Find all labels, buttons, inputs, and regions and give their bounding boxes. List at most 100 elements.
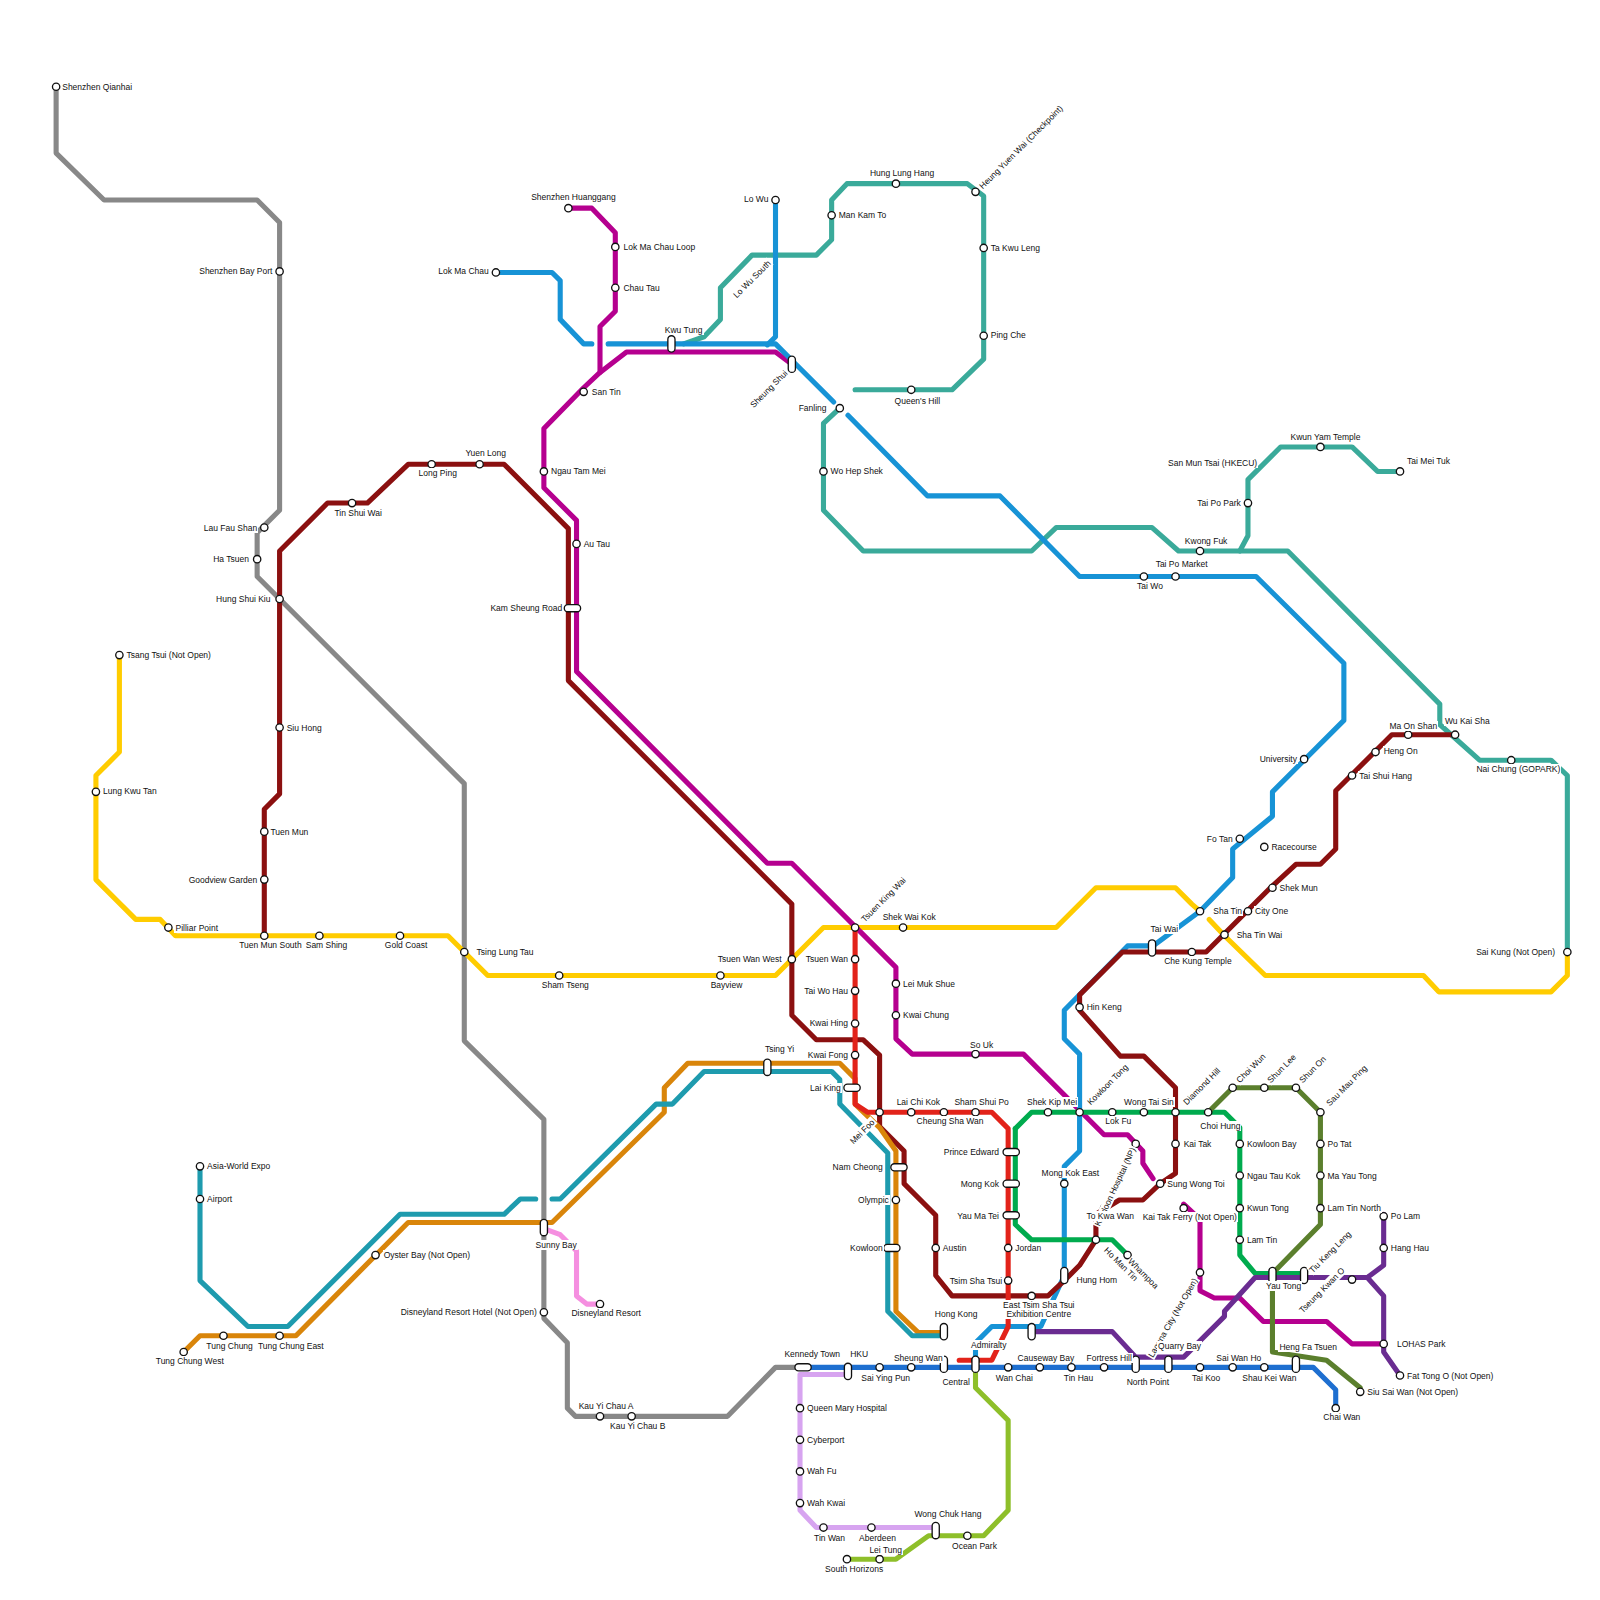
station-name: Shenzhen Qianhai [61, 82, 133, 92]
station-dot [1229, 1084, 1236, 1091]
station-dot [843, 1556, 850, 1563]
station-name: San Tin [591, 387, 622, 397]
station-dot [396, 932, 403, 939]
station-dot [1261, 843, 1268, 850]
station-name: Kwai Chung [902, 1010, 950, 1020]
station-dot [1100, 1364, 1107, 1371]
station-dot [796, 1404, 803, 1411]
station-name: Ocean Park [951, 1541, 998, 1551]
station-dot [1317, 1172, 1324, 1179]
station-name: Sunny Bay [535, 1240, 578, 1250]
station-dot [1044, 1109, 1051, 1116]
station-name: Siu Hong [286, 723, 323, 733]
station-dot [276, 268, 283, 275]
station-dot [1109, 1109, 1116, 1116]
station-dot [180, 1348, 187, 1355]
station-dot [1317, 1204, 1324, 1211]
station-dot [276, 1332, 283, 1339]
station-name: Tung Chung East [257, 1341, 325, 1351]
interchange-pill [1292, 1356, 1299, 1372]
station-dot [908, 1364, 915, 1371]
station-name: Fo Tan [1206, 834, 1234, 844]
station-name: Gold Coast [384, 940, 429, 950]
station-name: Fat Tong O (Not Open) [1406, 1371, 1494, 1381]
station-name: Tai Wai [1150, 924, 1180, 934]
station-dot [1244, 499, 1251, 506]
station-name: Hung Shui Kiu [215, 594, 271, 604]
station-name: Shek Wai Kok [882, 912, 937, 922]
station-dot [851, 924, 858, 931]
station-name: Heng Fa Tsuen [1278, 1342, 1338, 1352]
interchange-pill [764, 1059, 771, 1075]
station-name: Kwun Tong [1246, 1203, 1290, 1213]
station-name: Tsim Sha Tsui [949, 1276, 1003, 1286]
station-name: Nai Chung (GOPARK) [1475, 764, 1561, 774]
station-dot [908, 1109, 915, 1116]
station-dot [796, 1499, 803, 1506]
station-name: To Kwa Wan [1086, 1211, 1135, 1221]
station-dot [1236, 1236, 1243, 1243]
station-name: Ngau Tau Kok [1246, 1171, 1301, 1181]
interchange-pill [1148, 940, 1155, 956]
station-name: Wu Kai Sha [1444, 716, 1491, 726]
station-dot [932, 1244, 939, 1251]
station-name: Tai Koo [1191, 1373, 1221, 1383]
station-dot [972, 1109, 979, 1116]
station-name: Siu Sai Wan (Not Open) [1366, 1387, 1459, 1397]
station-name: Yau Ma Tei [956, 1211, 1000, 1221]
station-name: Kwong Fuk [1184, 536, 1229, 546]
station-name: Kwai Fong [807, 1050, 849, 1060]
station-dot [1348, 1276, 1355, 1283]
station-dot [1036, 1364, 1043, 1371]
station-dot [868, 1524, 875, 1531]
station-name: Wong Tai Sin [1123, 1097, 1175, 1107]
station-name: Racecourse [1270, 842, 1317, 852]
station-name: Lei Tung [868, 1545, 903, 1555]
station-dot [276, 724, 283, 731]
station-name: Tsuen Wan [805, 954, 849, 964]
station-dot [1068, 1364, 1075, 1371]
station-name: Long Ping [418, 468, 458, 478]
station-dot [565, 204, 572, 211]
station-name: Aberdeen [858, 1533, 897, 1543]
station-dot [1372, 748, 1379, 755]
station-name: Sai Wan Ho [1215, 1353, 1262, 1363]
station-dot [1236, 1204, 1243, 1211]
station-dot [1317, 1109, 1324, 1116]
station-dot [1236, 835, 1243, 842]
station-dot [1292, 1084, 1299, 1091]
station-name: Che Kung Temple [1163, 956, 1232, 966]
station-dot [820, 1524, 827, 1531]
station-dot [540, 1309, 547, 1316]
interchange-pill [932, 1522, 939, 1538]
interchange-pill [1165, 1356, 1172, 1372]
station-dot [1092, 1236, 1099, 1243]
station-dot [1188, 948, 1195, 955]
station-dot [556, 972, 563, 979]
station-dot [1396, 1372, 1403, 1379]
station-name: Ta Kwu Leng [990, 243, 1041, 253]
station-dot [1380, 1213, 1387, 1220]
station-dot [1348, 772, 1355, 779]
station-dot [1061, 1180, 1068, 1187]
station-name: Tsang Tsui (Not Open) [126, 650, 212, 660]
interchange-pill [972, 1356, 979, 1372]
station-dot [851, 1020, 858, 1027]
station-dot [828, 212, 835, 219]
station-dot [1004, 1244, 1011, 1251]
station-name: Lung Kwu Tan [102, 786, 158, 796]
station-dot [476, 461, 483, 468]
station-name: Sheung Wan [893, 1353, 944, 1363]
station-name: Jordan [1014, 1243, 1042, 1253]
station-dot [851, 987, 858, 994]
station-dot [573, 540, 580, 547]
station-dot [1140, 573, 1147, 580]
station-dot [1244, 908, 1251, 915]
interchange-pill [668, 336, 675, 352]
station-name: Tai Po Park [1196, 498, 1241, 508]
station-name: Yau Tong [1265, 1281, 1302, 1291]
station-name: Tai Po Market [1155, 559, 1209, 569]
station-dot [261, 876, 268, 883]
station-name: Kau Yi Chau B [609, 1421, 666, 1431]
station-dot [52, 83, 59, 90]
